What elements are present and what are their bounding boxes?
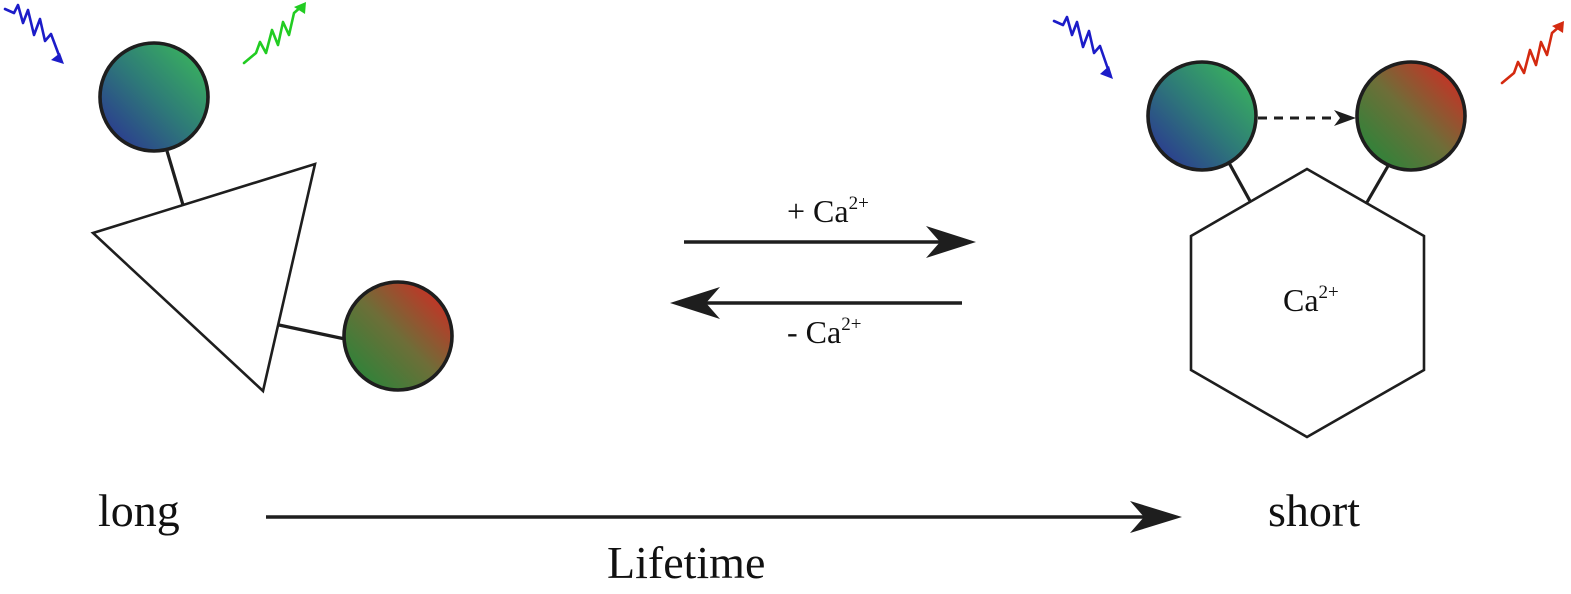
reverse-label: - Ca2+ <box>787 314 861 350</box>
acceptor-fluorophore <box>342 280 454 392</box>
bound-state: Ca2+ <box>1052 15 1564 439</box>
bound-ion-label: Ca2+ <box>1283 282 1339 318</box>
lifetime-arrowhead <box>1130 501 1182 533</box>
lifetime-end-label: short <box>1268 485 1360 536</box>
energy-transfer-dashed-arrow-icon <box>1258 110 1356 126</box>
bound-donor-fluorophore <box>1146 60 1258 172</box>
lifetime-start-label: long <box>98 485 180 536</box>
unbound-state <box>3 2 454 394</box>
lifetime-axis: long short Lifetime <box>98 485 1360 588</box>
acceptor-linker <box>278 323 346 341</box>
bound-acceptor-fluorophore <box>1355 60 1467 172</box>
bound-excitation-wave-icon <box>1052 15 1113 79</box>
bound-acceptor-linker <box>1364 165 1390 205</box>
donor-linker <box>165 150 185 206</box>
donor-fluorophore <box>98 41 210 153</box>
acceptor-emission-wave-icon <box>1500 21 1564 85</box>
closed-protein-hexagon <box>1189 167 1426 439</box>
excitation-wave-icon <box>3 3 64 64</box>
donor-emission-wave-icon <box>242 2 306 65</box>
lifetime-axis-label: Lifetime <box>607 537 765 588</box>
open-protein-triangle <box>90 162 317 394</box>
bound-donor-linker <box>1226 160 1252 202</box>
reverse-arrowhead <box>670 287 720 319</box>
forward-arrowhead <box>926 226 976 258</box>
forward-label: + Ca2+ <box>787 193 869 229</box>
reaction-arrows: + Ca2+ - Ca2+ <box>670 193 976 350</box>
